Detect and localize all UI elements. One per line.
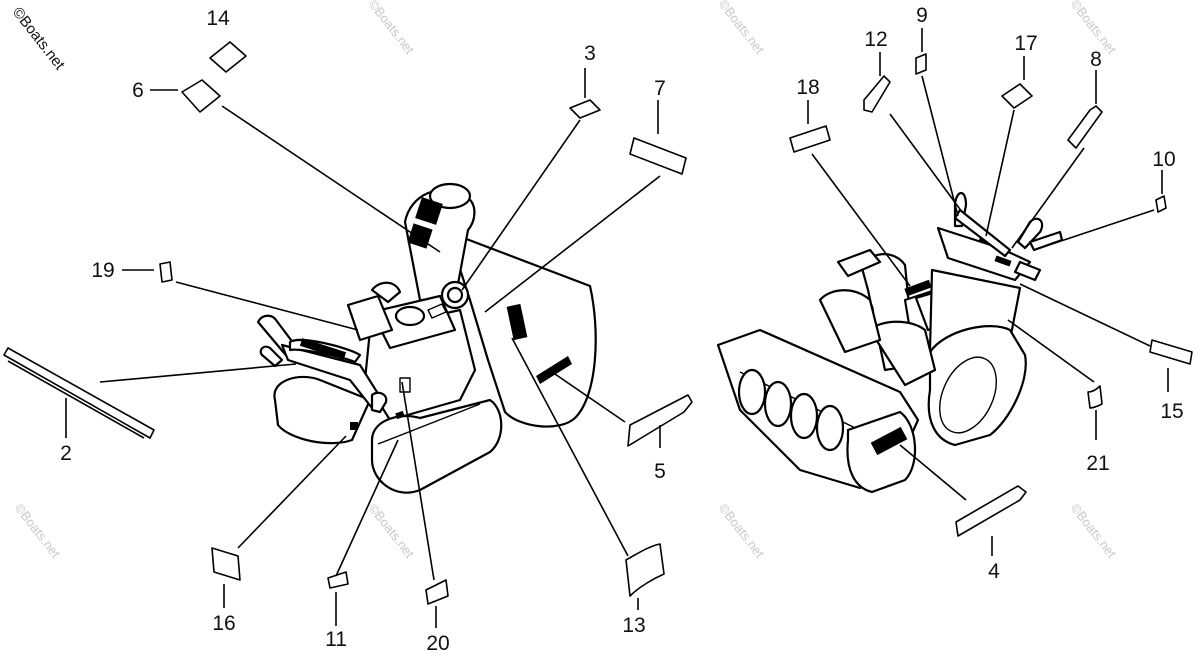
callout-6: 6	[132, 79, 144, 102]
decal-6	[181, 79, 221, 113]
decal-15	[1149, 339, 1193, 365]
decal-5	[627, 394, 693, 447]
callout-9: 9	[916, 4, 928, 27]
callout-3: 3	[584, 42, 596, 65]
decal-11	[327, 571, 349, 589]
decal-12	[863, 75, 891, 113]
callout-labels: 14 6 3 7 19 2 5 16 11 20 13 9 12 17 8 18…	[60, 4, 1184, 655]
decal-8	[1067, 105, 1103, 149]
callout-13: 13	[622, 614, 645, 637]
copyright-mark: ©Boats.net	[9, 4, 69, 74]
callout-4: 4	[988, 560, 1000, 583]
snowblower-front-view	[716, 191, 1064, 494]
callout-15: 15	[1160, 400, 1183, 423]
callout-2: 2	[60, 442, 72, 465]
decal-17	[1001, 83, 1033, 109]
decal-18	[789, 125, 831, 153]
decal-10	[1155, 195, 1167, 213]
decal-7	[629, 137, 687, 175]
watermark: ©Boats.net	[716, 0, 768, 57]
callout-14: 14	[206, 7, 230, 30]
snowblower-rear-view	[256, 182, 597, 494]
decal-2	[3, 347, 155, 439]
watermark: ©Boats.net	[12, 501, 64, 561]
callout-5: 5	[654, 460, 666, 483]
decal-13	[625, 543, 665, 597]
callout-18: 18	[796, 76, 819, 99]
decal-2-edge	[7, 360, 145, 439]
decal-4	[955, 485, 1027, 537]
callout-10: 10	[1152, 148, 1175, 171]
callout-20: 20	[426, 632, 449, 655]
watermark: ©Boats.net	[366, 501, 418, 561]
watermark: ©Boats.net	[1068, 501, 1120, 561]
callout-7: 7	[654, 77, 666, 100]
watermark: ©Boats.net	[366, 0, 418, 57]
callout-11: 11	[325, 628, 347, 651]
decal-21	[1087, 385, 1103, 409]
decal-shapes	[3, 41, 1193, 605]
decal-14	[209, 41, 247, 73]
decal-3	[569, 99, 601, 119]
decal-16	[211, 547, 241, 581]
callout-16: 16	[212, 612, 235, 635]
callout-19: 19	[91, 259, 114, 282]
callout-17: 17	[1014, 32, 1037, 55]
watermark: ©Boats.net	[716, 501, 768, 561]
decal-20	[425, 579, 449, 605]
callout-12: 12	[864, 28, 887, 51]
decal-19	[159, 261, 173, 283]
leader-lines	[65, 28, 1169, 628]
callout-8: 8	[1090, 48, 1102, 71]
callout-21: 21	[1086, 452, 1109, 475]
decal-9	[915, 53, 927, 75]
